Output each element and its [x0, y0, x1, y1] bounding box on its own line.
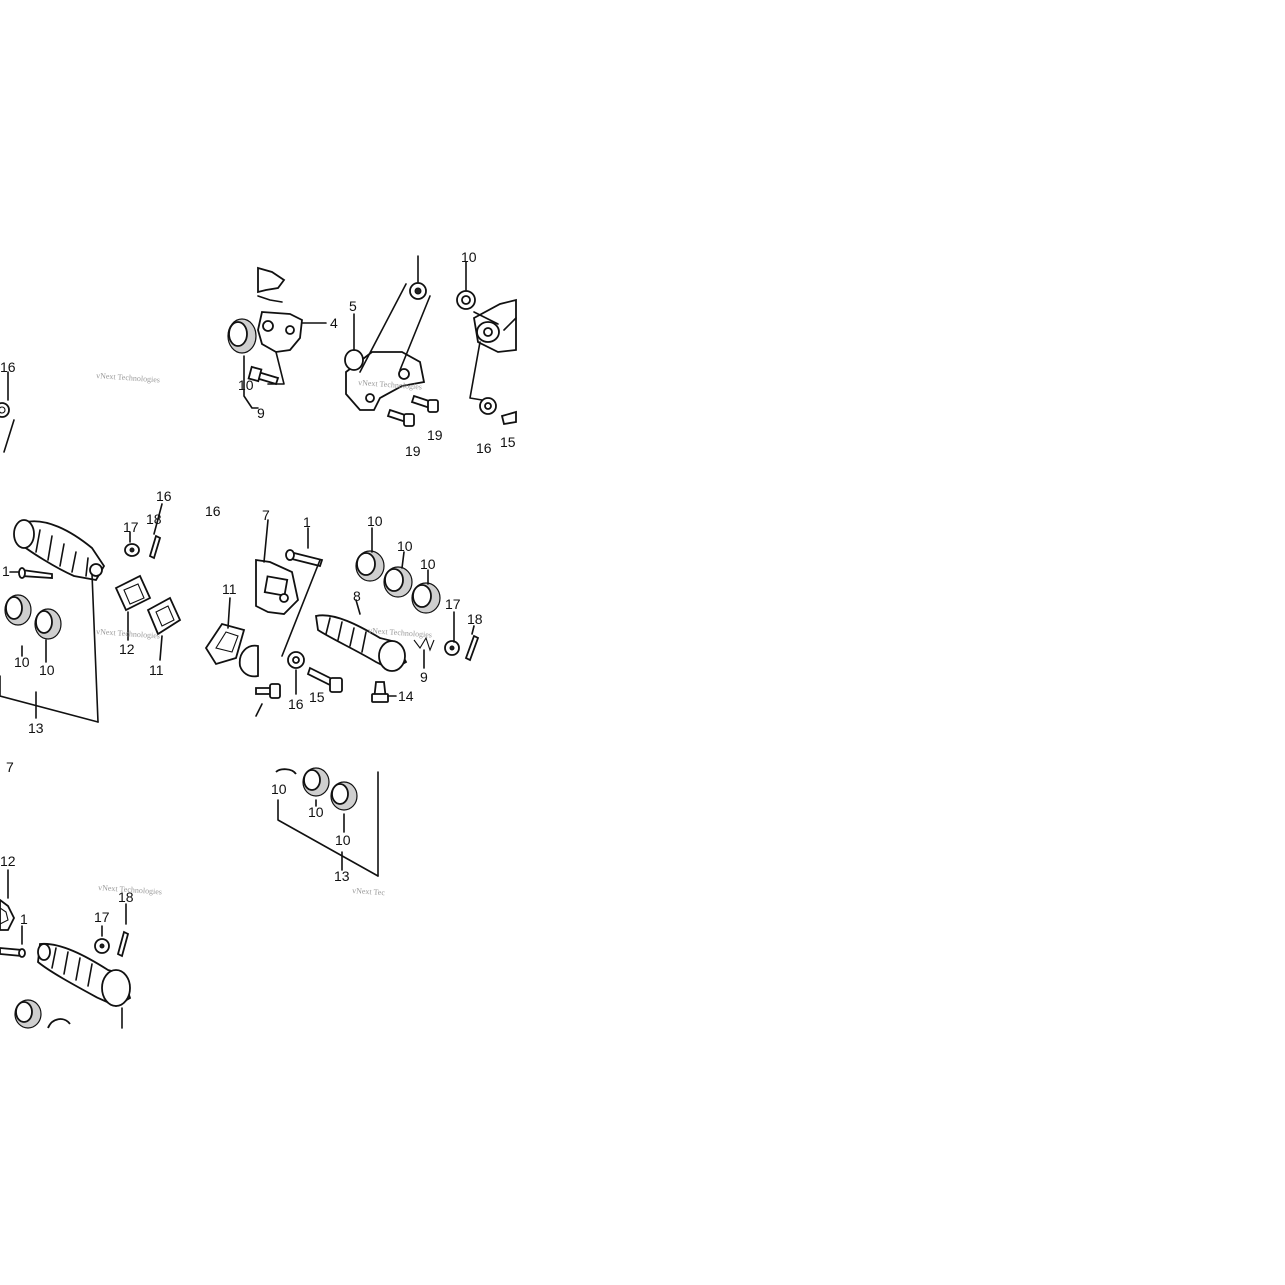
callout-18: 18: [118, 889, 134, 905]
watermark-text: vNext Technologies: [98, 883, 162, 896]
callout-13: 13: [28, 720, 44, 736]
callout-10: 10: [39, 662, 55, 678]
cotter-pin: [116, 930, 130, 958]
cotter-pin: [464, 634, 480, 662]
bracket-plate: [257, 311, 303, 353]
footpeg-group-13: [0, 503, 182, 723]
bushing-group-13: [275, 767, 379, 877]
watermark-text: vNext Tec: [352, 886, 386, 897]
callout-11: 11: [149, 662, 164, 678]
callout-8: 8: [353, 588, 361, 604]
callout-16: 16: [205, 503, 221, 519]
callout-17: 17: [123, 519, 139, 535]
callout-10: 10: [367, 513, 383, 529]
bracket-group-4: [227, 266, 327, 409]
bracket-group-5: [344, 255, 517, 427]
callout-9: 9: [420, 669, 428, 685]
watermark-text: vNext Technologies: [96, 371, 160, 384]
callout-1: 1: [20, 911, 28, 927]
callout-14: 14: [398, 688, 414, 704]
callout-17: 17: [94, 909, 110, 925]
bracket-plate: [345, 351, 426, 411]
callout-12: 12: [119, 641, 135, 657]
bolt-part: [500, 410, 517, 426]
callout-10: 10: [14, 654, 30, 670]
callout-12: 12: [0, 853, 16, 869]
upper-left-fragment: [0, 371, 15, 453]
callout-17: 17: [445, 596, 461, 612]
footpeg-group-8: [204, 519, 480, 717]
callout-4: 4: [330, 315, 338, 331]
callout-19: 19: [405, 443, 421, 459]
callout-16: 16: [0, 359, 16, 375]
plate-part: [146, 596, 182, 636]
footpeg-group-bottom: [0, 869, 132, 1029]
callout-10: 10: [308, 804, 324, 820]
callout-numbers: 16 4 10 9 5 10 19 19 16 15 16 17 18 1 10…: [0, 249, 516, 927]
watermarks: vNext Technologies vNext Technologies vN…: [96, 371, 432, 897]
callout-11: 11: [222, 581, 237, 597]
callout-15: 15: [309, 689, 325, 705]
callout-1: 1: [2, 563, 10, 579]
callout-7: 7: [6, 759, 14, 775]
watermark-text: vNext Technologies: [358, 378, 422, 391]
callout-16: 16: [288, 696, 304, 712]
callout-10: 10: [461, 249, 477, 265]
plate-part: [204, 622, 246, 666]
watermark-text: vNext Technologies: [368, 626, 432, 639]
callout-5: 5: [349, 298, 357, 314]
callout-16: 16: [476, 440, 492, 456]
callout-10: 10: [397, 538, 413, 554]
plate-part: [114, 574, 152, 612]
callout-18: 18: [467, 611, 483, 627]
callout-13: 13: [334, 868, 350, 884]
callout-1: 1: [303, 514, 311, 530]
callout-7: 7: [262, 507, 270, 523]
leader-line: [3, 419, 15, 453]
callout-10: 10: [335, 832, 351, 848]
pin-part: [21, 568, 53, 579]
watermark-text: vNext Technologies: [96, 627, 160, 640]
cotter-pin: [148, 534, 162, 560]
callout-10: 10: [420, 556, 436, 572]
callout-9: 9: [257, 405, 265, 421]
callout-15: 15: [500, 434, 516, 450]
callout-16: 16: [156, 488, 172, 504]
callout-19: 19: [427, 427, 443, 443]
callout-18: 18: [146, 511, 162, 527]
callout-10: 10: [271, 781, 287, 797]
callout-10: 10: [238, 377, 254, 393]
